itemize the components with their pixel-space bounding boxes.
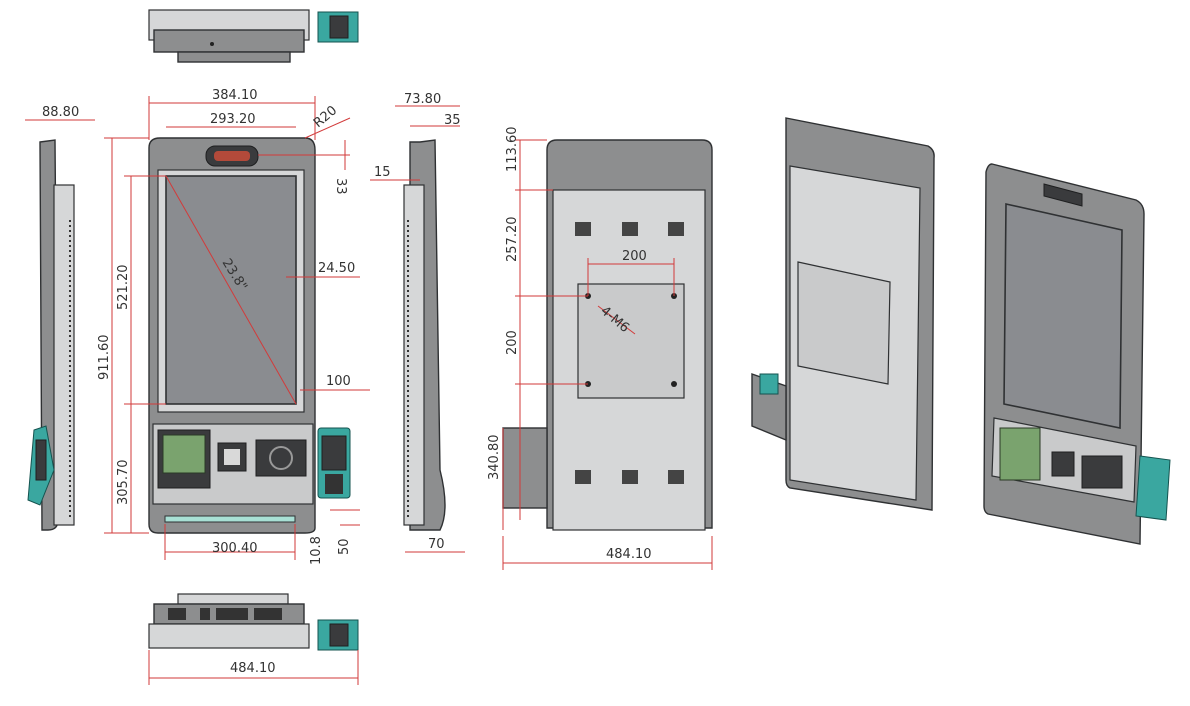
iso-screen xyxy=(1003,203,1123,429)
dim-bezel-bottom: 100 xyxy=(326,374,351,389)
dim-light-bar-width: 300.40 xyxy=(212,541,258,556)
iso-rear-view xyxy=(751,117,935,511)
iso-front-view xyxy=(983,163,1171,545)
top-view xyxy=(148,9,359,63)
rear-view xyxy=(502,139,713,531)
dim-side-depth: 88.80 xyxy=(42,105,79,120)
vesa-plate xyxy=(577,283,685,399)
right-side-view xyxy=(403,139,446,531)
left-side-view xyxy=(27,139,75,531)
dimension-labels: 88.80 384.10 293.20 R20 33 23.8" 24.50 5… xyxy=(42,88,652,676)
bottom-view xyxy=(148,593,359,651)
dim-rear-top: 113.60 xyxy=(505,127,520,173)
dim-bracket-height: 340.80 xyxy=(487,435,502,481)
dim-bottom-width: 484.10 xyxy=(230,661,276,676)
dim-rear-to-vesa: 257.20 xyxy=(505,217,520,263)
dim-bottom-margin: 50 xyxy=(337,538,352,555)
printer-display xyxy=(162,434,206,474)
dim-bezel-side: 24.50 xyxy=(318,261,355,276)
dim-rear-width: 484.10 xyxy=(606,547,652,562)
dim-screen-opening-width: 293.20 xyxy=(210,112,256,127)
dim-lower-section: 305.70 xyxy=(116,460,131,506)
dim-front-width: 384.10 xyxy=(212,88,258,103)
dim-vesa-spacing-h: 200 xyxy=(622,249,647,264)
dim-vesa-spacing-v: 200 xyxy=(505,330,520,355)
dim-side2-top: 35 xyxy=(444,113,461,128)
dim-bottom-offset: 10.8 xyxy=(309,536,324,565)
dim-side2-step: 15 xyxy=(374,165,391,180)
dim-overall-height: 911.60 xyxy=(97,335,112,381)
dim-side2-depth: 73.80 xyxy=(404,92,441,107)
front-view xyxy=(148,137,351,534)
nfc-reader xyxy=(255,439,307,477)
dim-screen-height: 521.20 xyxy=(116,265,131,311)
dim-side2-base: 70 xyxy=(428,537,445,552)
dimension-lines xyxy=(25,96,713,685)
dim-camera-offset: 33 xyxy=(333,178,348,195)
side-bracket xyxy=(502,427,548,509)
